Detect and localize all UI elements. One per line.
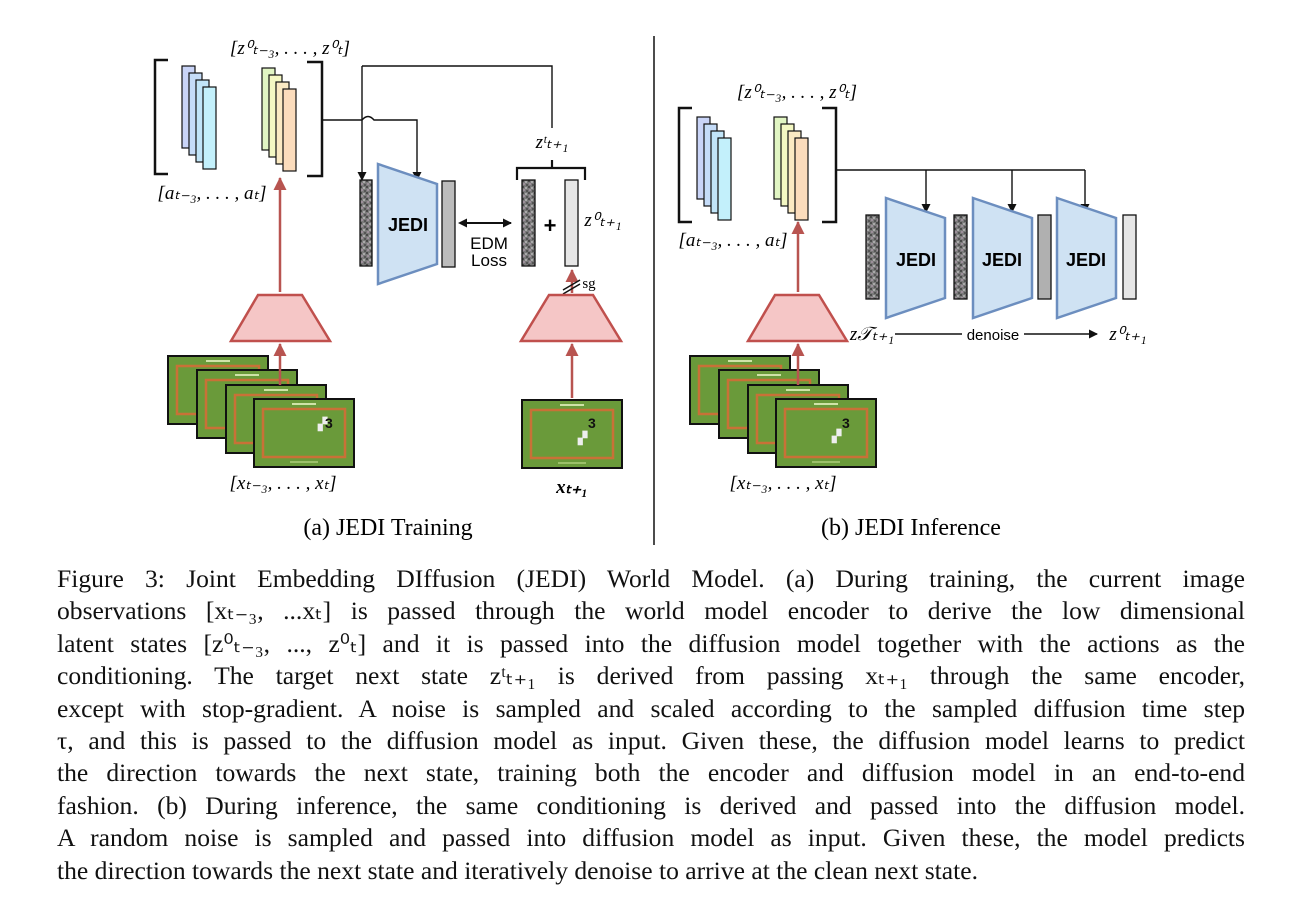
edm-loss-label-2: Loss <box>471 251 507 270</box>
start-noise-label: z𝒯ₜ₊₁ <box>849 324 894 345</box>
plus-sign: + <box>544 213 557 238</box>
caption-line-1: Figure 3: Joint Embedding DIffusion (JED… <box>57 564 1245 593</box>
panel-a-caption: (a) JEDI Training <box>303 515 472 541</box>
actions-label: [aₜ₋₃, . . . , aₜ] <box>157 183 266 204</box>
caption-line-4: conditioning. The target next state zᵗₜ₊… <box>57 661 1245 691</box>
svg-text:3: 3 <box>588 415 596 431</box>
target-latent-label: zᵗₜ₊₁ <box>535 132 569 153</box>
observation-stack: ▞ 3 <box>166 354 356 469</box>
latents-label: [z⁰ₜ₋₃, . . . , z⁰ₜ] <box>230 38 350 59</box>
latent-embedding-stack <box>261 67 297 172</box>
svg-text:▞: ▞ <box>831 428 842 444</box>
jedi-block-1 <box>884 196 947 320</box>
noisy-latent-input <box>359 179 373 267</box>
actions-label-b: [aₜ₋₃, . . . , aₜ] <box>678 230 787 251</box>
jedi-block-2 <box>971 196 1034 320</box>
caption-line-10: the direction towards the next state and… <box>57 855 979 885</box>
encoder-left <box>228 293 333 343</box>
svg-text:▞: ▞ <box>317 416 328 432</box>
svg-text:3: 3 <box>325 415 333 431</box>
jedi-model-block <box>376 162 439 286</box>
svg-text:▞: ▞ <box>577 430 588 446</box>
jedi-block-3 <box>1055 196 1118 320</box>
latents-label-b: [z⁰ₜ₋₃, . . . , z⁰ₜ] <box>737 82 857 103</box>
panel-b: [z⁰ₜ₋₃, . . . , z⁰ₜ] [aₜ₋₃, . . . , aₜ] … <box>677 82 1147 541</box>
end-clean-label: z⁰ₜ₊₁ <box>1108 324 1146 345</box>
caption-line-8: fashion. (b) During inference, the same … <box>57 790 1245 820</box>
jedi-label-1: JEDI <box>896 250 936 270</box>
intermediate-latent-1 <box>953 214 968 300</box>
figure-caption: Figure 3: Joint Embedding DIffusion (JED… <box>57 563 1245 887</box>
stop-gradient-label: sg <box>582 276 596 292</box>
predicted-latent <box>441 180 456 268</box>
caption-line-6: τ, and this is passed to the diffusion m… <box>57 726 1245 756</box>
action-embedding-stack-b <box>696 116 732 221</box>
observations-label: [xₜ₋₃, . . . , xₜ] <box>230 473 337 494</box>
noise-sample <box>521 179 536 267</box>
denoise-label: denoise <box>967 327 1020 344</box>
next-observation: ▞ 3 <box>520 398 624 470</box>
jedi-model-label: JEDI <box>388 215 428 235</box>
observations-label-b: [xₜ₋₃, . . . , xₜ] <box>730 473 837 494</box>
next-observation-label: xₜ₊₁ <box>555 477 588 498</box>
clean-next-latent <box>564 179 579 267</box>
observation-stack-b: ▞ 3 <box>688 354 878 469</box>
jedi-label-2: JEDI <box>982 250 1022 270</box>
noisy-input-b <box>865 214 880 300</box>
figure-diagram: [z⁰ₜ₋₃, . . . , z⁰ₜ] [aₜ₋₃, . . . , aₜ] … <box>153 36 1147 545</box>
edm-loss-label-1: EDM <box>470 234 508 253</box>
jedi-label-3: JEDI <box>1066 250 1106 270</box>
caption-line-2: observations [xₜ₋₃, ...xₜ] is passed thr… <box>57 596 1245 626</box>
caption-line-7: the direction towards the next state, tr… <box>57 758 1245 788</box>
panel-b-caption: (b) JEDI Inference <box>821 515 1001 541</box>
intermediate-latent-2 <box>1037 214 1052 300</box>
panel-a: [z⁰ₜ₋₃, . . . , z⁰ₜ] [aₜ₋₃, . . . , aₜ] … <box>153 38 624 541</box>
encoder-right <box>518 293 624 343</box>
caption-line-5: except with stop-gradient. A noise is sa… <box>57 693 1245 723</box>
action-embedding-stack <box>181 65 217 170</box>
clean-next-label: z⁰ₜ₊₁ <box>583 210 621 231</box>
latent-embedding-stack-b <box>773 116 809 221</box>
caption-line-9: A random noise is sampled and passed int… <box>57 823 1245 853</box>
encoder-b <box>745 293 850 343</box>
caption-line-3: latent states [z⁰ₜ₋₃, ..., z⁰ₜ] and it i… <box>57 628 1245 658</box>
svg-text:3: 3 <box>842 415 850 431</box>
clean-output-b <box>1122 214 1137 300</box>
